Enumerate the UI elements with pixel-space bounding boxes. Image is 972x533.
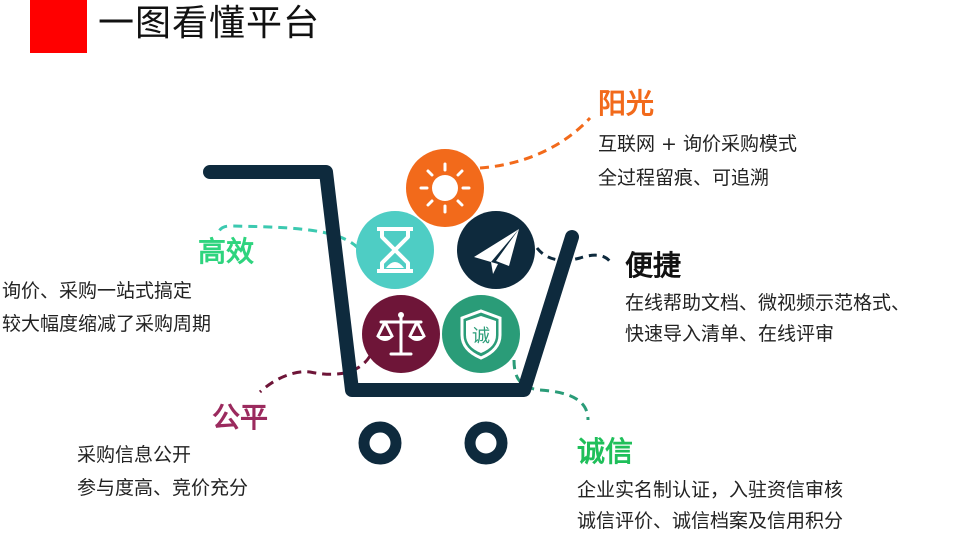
feature-line-fair-1: 采购信息公开	[77, 444, 192, 466]
feature-line-convenient-2: 快速导入清单、在线评审	[625, 323, 835, 345]
shield-icon: 诚	[442, 295, 520, 373]
feature-line-efficient-1: 询价、采购一站式搞定	[2, 280, 193, 302]
feature-line-integrity-2: 诚信评价、诚信档案及信用积分	[577, 510, 844, 532]
cart-wheel-right	[464, 421, 508, 465]
feature-line-sunshine-2: 全过程留痕、可追溯	[598, 167, 770, 189]
scales-icon	[362, 295, 440, 373]
sun-icon	[406, 149, 484, 227]
page-title: 一图看懂平台	[98, 3, 321, 44]
convenient-connector	[535, 247, 614, 266]
header-accent-square	[30, 0, 87, 53]
paper-plane-icon	[457, 211, 535, 289]
hourglass-icon	[356, 211, 434, 289]
feature-line-integrity-1: 企业实名制认证，入驻资信审核	[577, 479, 844, 501]
feature-line-convenient-1: 在线帮助文档、微视频示范格式、	[625, 292, 911, 314]
feature-title-sunshine: 阳光	[598, 87, 655, 120]
cart-wheel-left	[358, 421, 402, 465]
sunshine-connector	[479, 116, 592, 170]
cart-frame	[203, 165, 579, 397]
integrity-connector	[512, 359, 590, 421]
feature-title-efficient: 高效	[198, 235, 255, 268]
feature-title-integrity: 诚信	[577, 435, 634, 468]
fair-connector	[258, 355, 372, 394]
feature-line-sunshine-1: 互联网 + 询价采购模式	[598, 133, 797, 155]
feature-title-convenient: 便捷	[625, 249, 682, 282]
feature-title-fair: 公平	[212, 401, 269, 434]
feature-line-fair-2: 参与度高、竞价充分	[77, 477, 249, 499]
feature-line-efficient-2: 较大幅度缩减了采购周期	[2, 313, 212, 335]
svg-text:诚: 诚	[472, 326, 490, 347]
